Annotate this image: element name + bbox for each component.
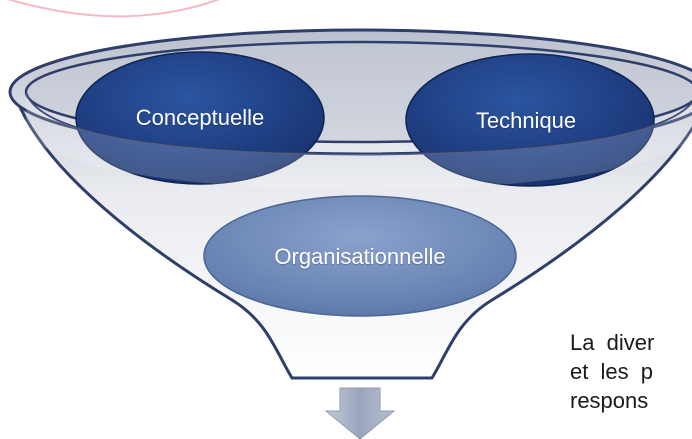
ellipse-technique	[405, 53, 655, 187]
body-text: La diver et les p respons	[570, 328, 692, 439]
ellipse-organisationnelle	[203, 195, 517, 317]
body-text-line: La diver	[570, 330, 655, 355]
ellipse-conceptuelle	[75, 51, 325, 185]
label-technique: Technique	[475, 108, 577, 133]
funnel-rim-shade	[26, 92, 692, 190]
down-arrow-icon	[324, 387, 396, 439]
decorative-arc	[7, 0, 220, 18]
body-text-line: et les p	[570, 359, 653, 384]
label-organisationnelle: Organisationnelle	[274, 244, 446, 269]
body-text-line: respons	[570, 388, 649, 413]
funnel-rim-front	[25, 91, 692, 156]
label-conceptuelle: Conceptuelle	[135, 105, 265, 130]
